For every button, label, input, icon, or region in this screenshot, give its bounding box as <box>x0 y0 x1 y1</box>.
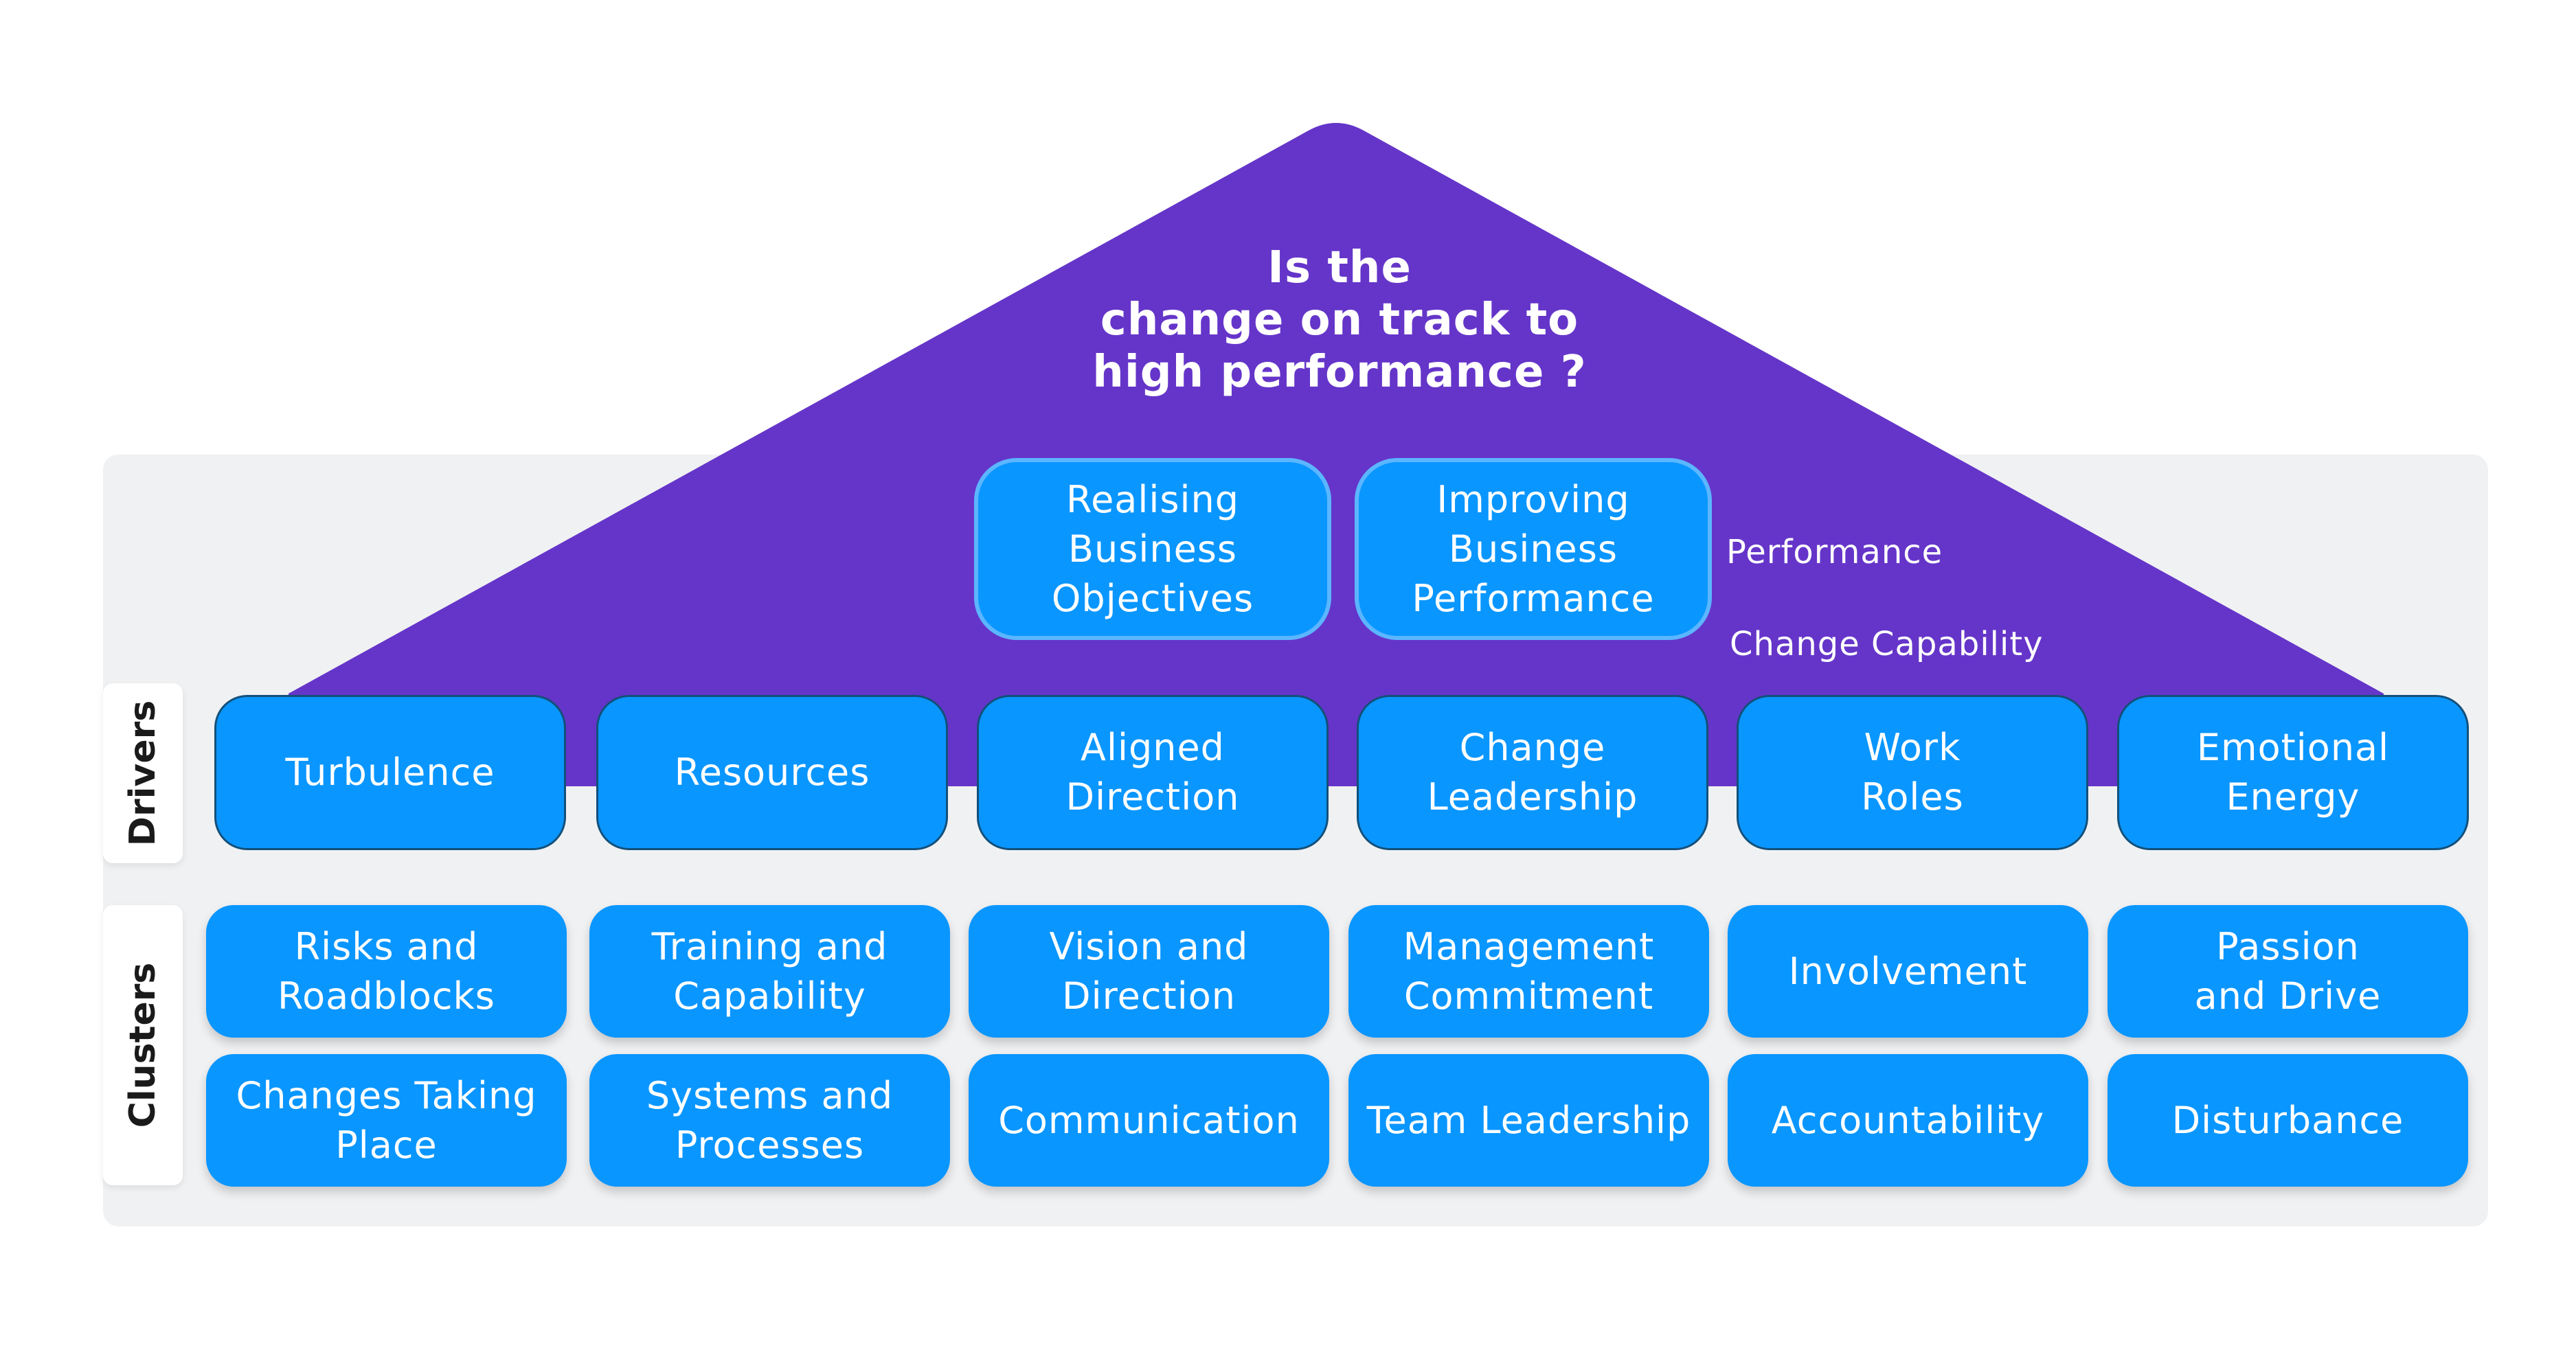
driver-turbulence: Turbulence <box>214 695 566 850</box>
driver-resources: Resources <box>596 695 948 850</box>
cluster-changes-taking-place: Changes Taking Place <box>206 1054 567 1187</box>
driver-aligned-direction: Aligned Direction <box>977 695 1329 850</box>
cluster-training-and-capability: Training and Capability <box>589 905 950 1038</box>
drivers-label: Drivers <box>122 700 163 847</box>
cluster-disturbance: Disturbance <box>2108 1054 2468 1187</box>
driver-change-leadership: Change Leadership <box>1357 695 1708 850</box>
cluster-communication: Communication <box>969 1054 1329 1187</box>
driver-work-roles: Work Roles <box>1737 695 2088 850</box>
level-label-performance: Performance <box>1726 533 1943 571</box>
side-label-drivers: Drivers <box>103 683 183 863</box>
central-question: Is the change on track to high performan… <box>1092 242 1587 398</box>
level-label-change-capability: Change Capability <box>1730 625 2044 663</box>
cluster-accountability: Accountability <box>1728 1054 2088 1187</box>
cluster-involvement: Involvement <box>1728 905 2088 1038</box>
objective-improving-business-performance: Improving Business Performance <box>1355 458 1712 640</box>
side-label-clusters: Clusters <box>103 905 183 1185</box>
cluster-vision-and-direction: Vision and Direction <box>969 905 1329 1038</box>
cluster-management-commitment: Management Commitment <box>1348 905 1709 1038</box>
cluster-passion-and-drive: Passion and Drive <box>2108 905 2468 1038</box>
cluster-risks-and-roadblocks: Risks and Roadblocks <box>206 905 567 1038</box>
driver-emotional-energy: Emotional Energy <box>2117 695 2469 850</box>
objective-realising-business-objectives: Realising Business Objectives <box>974 458 1331 640</box>
cluster-systems-and-processes: Systems and Processes <box>589 1054 950 1187</box>
cluster-team-leadership: Team Leadership <box>1348 1054 1709 1187</box>
clusters-label: Clusters <box>122 962 163 1128</box>
